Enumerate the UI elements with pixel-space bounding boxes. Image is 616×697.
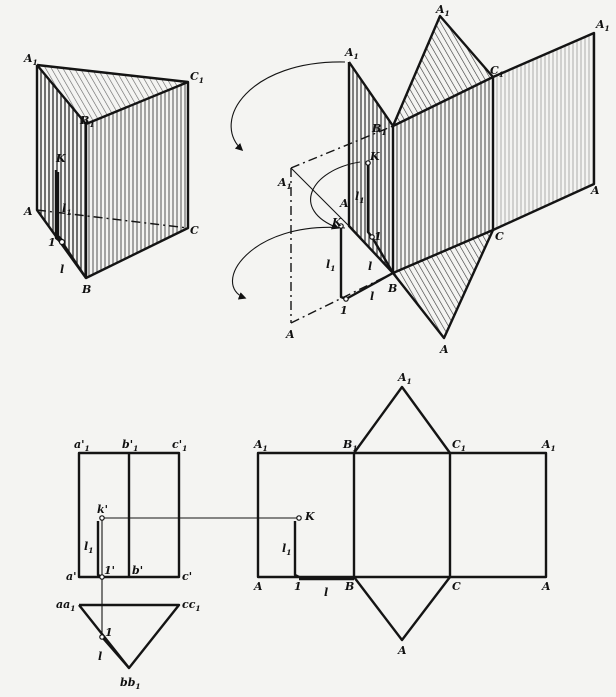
label-A1-right: A1 (595, 18, 610, 33)
label-b1p: b'1 (122, 438, 138, 453)
label-c1p: c'1 (172, 438, 187, 453)
flat-development-labels: A1 A1 B1 C1 A1 K l1 A 1 l B C A A (253, 371, 556, 657)
label-l1: l1 (62, 202, 71, 217)
label-A-bottom: A (397, 644, 407, 657)
label-l: l (324, 586, 328, 599)
label-K: K (369, 150, 380, 163)
label-A-mid: A (339, 197, 349, 210)
label-A1-left: A1 (277, 176, 292, 191)
prism-unfolding (230, 14, 596, 340)
label-1: 1 (48, 236, 56, 249)
prism-3d-labels: A1 C1 B1 K l1 A C 1 l B (23, 52, 204, 296)
orthographic-views (77, 451, 299, 670)
label-B: B (344, 580, 354, 593)
label-A-bottom-tri: A (439, 343, 449, 356)
label-l-upper: l (368, 260, 372, 273)
label-cp: c' (182, 570, 192, 583)
label-cc1: cc1 (182, 598, 201, 613)
prism-unfolding-labels: A1 A1 C1 A1 B1 K A1 A l1 A K 1 C l1 l B … (277, 3, 610, 356)
label-A1-left: A1 (253, 438, 268, 453)
prism-3d (35, 63, 190, 280)
unfold-left-face (349, 62, 393, 273)
label-A1-upper: A1 (344, 46, 359, 61)
label-C1: C1 (490, 64, 504, 79)
label-bp: b' (132, 564, 143, 577)
label-1-upper: 1 (374, 230, 382, 243)
label-l1-lower: l1 (326, 258, 335, 273)
label-l1-upper: l1 (355, 190, 364, 205)
label-A: A (23, 205, 33, 218)
label-C: C (495, 230, 504, 243)
label-C1: C1 (452, 438, 466, 453)
label-a1p: a'1 (74, 438, 90, 453)
label-A-right: A (590, 184, 600, 197)
unfold-mid-face (393, 77, 493, 273)
label-B: B (81, 283, 91, 296)
flat-development (256, 385, 548, 642)
unfold-bottom-triangle (393, 230, 493, 338)
label-K: K (304, 510, 315, 523)
label-A-left: A (253, 580, 263, 593)
label-bb1: bb1 (120, 676, 141, 691)
label-A1-top: A1 (397, 371, 412, 386)
orthographic-labels: a'1 b'1 c'1 k' l1 a' 1' b' c' aa1 cc1 1 … (56, 438, 201, 691)
label-A1-top: A1 (435, 3, 450, 18)
label-ap: a' (66, 570, 77, 583)
label-l: l (98, 650, 102, 663)
prism-front-face (86, 82, 188, 278)
label-1: 1 (105, 626, 113, 639)
label-C1: C1 (190, 70, 204, 85)
label-K: K (55, 152, 66, 165)
unfold-top-triangle (393, 16, 493, 126)
label-B: B (387, 282, 397, 295)
label-B1: B1 (371, 122, 387, 137)
label-K-lower: K (331, 216, 342, 229)
label-1-lower: 1 (340, 304, 348, 317)
prism-left-face (37, 65, 86, 278)
label-A1-right: A1 (541, 438, 556, 453)
label-l-lower: l (370, 290, 374, 303)
label-l1: l1 (84, 540, 93, 555)
label-A-bottom: A (285, 328, 295, 341)
label-1p: 1' (104, 564, 115, 577)
label-C: C (452, 580, 461, 593)
label-A1: A1 (23, 52, 38, 67)
label-B1: B1 (342, 438, 358, 453)
label-aa1: aa1 (56, 598, 75, 613)
unfold-right-face (493, 33, 594, 230)
label-kp: k' (97, 503, 108, 516)
label-C: C (190, 224, 199, 237)
label-l: l (60, 263, 64, 276)
label-l1: l1 (282, 542, 291, 557)
label-1: 1 (294, 580, 302, 593)
label-B1: B1 (79, 114, 95, 129)
label-A-right: A (541, 580, 551, 593)
